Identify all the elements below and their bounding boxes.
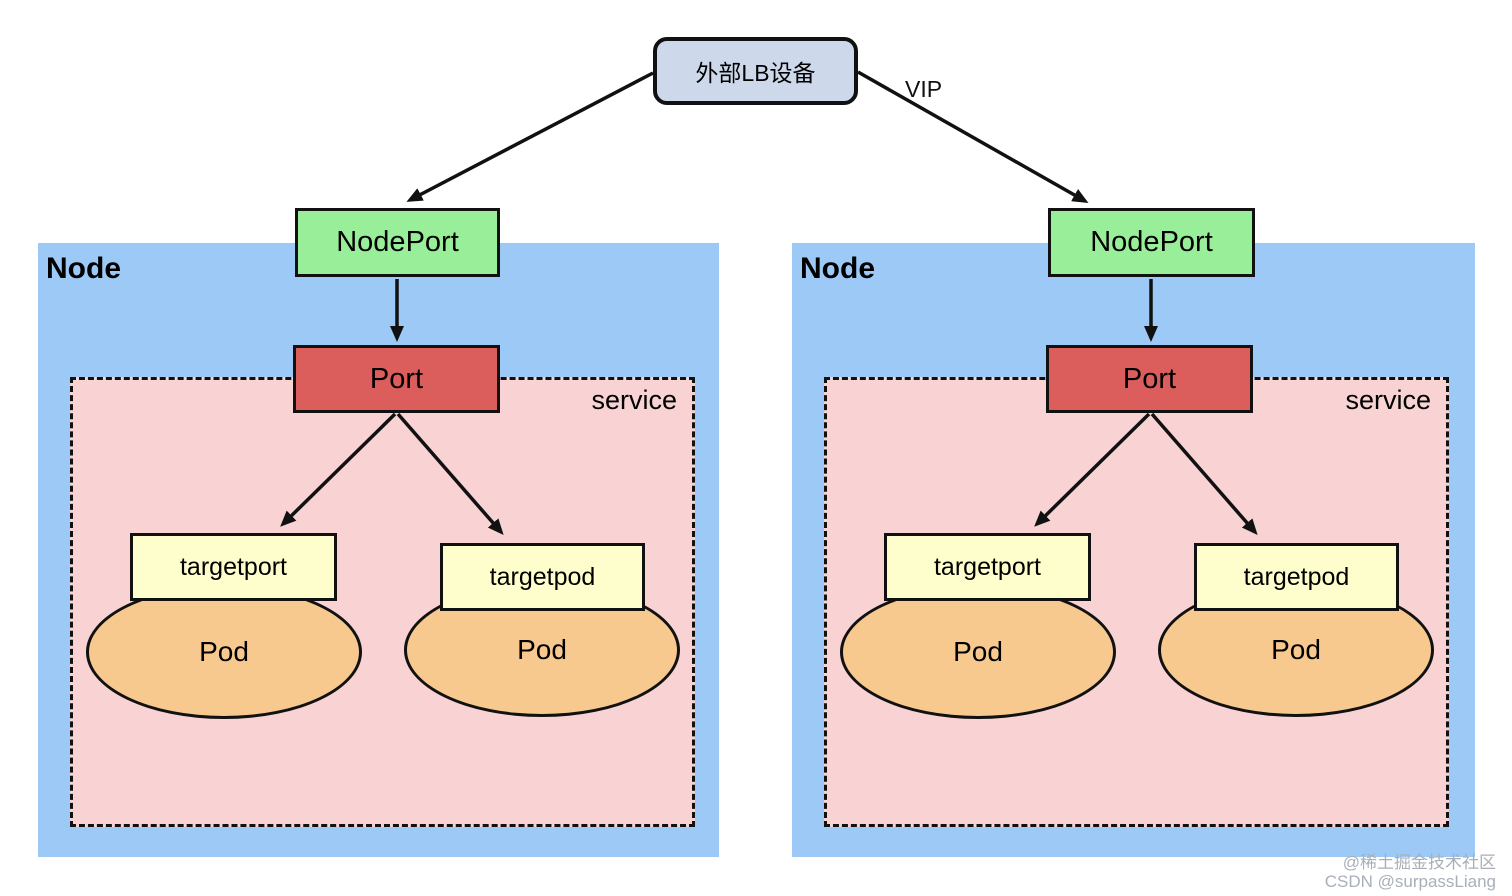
arrow-lb-to-nodeport-right [857,70,1089,203]
port-box-left: Port [293,345,500,413]
targetpod-box-right: targetpod [1194,543,1399,611]
arrow-lb-to-nodeport-left [406,71,654,202]
targetport-box-left: targetport [130,533,337,601]
port-box-right: Port [1046,345,1253,413]
arrow-port-to-targetport-right [1034,412,1151,527]
watermark: @稀土掘金技术社区 CSDN @surpassLiang [1325,853,1496,891]
watermark-line2: CSDN @surpassLiang [1324,872,1496,891]
arrow-port-to-targetpod-left [396,412,504,536]
node-label-left: Node [46,252,121,285]
targetport-box-right: targetport [884,533,1091,601]
arrow-port-to-targetpod-right [1150,412,1258,536]
nodeport-box-right: NodePort [1048,208,1255,277]
node-label-right: Node [800,252,875,285]
pod-ellipse: Pod [840,585,1116,719]
pod-ellipse: Pod [86,585,362,719]
nodeport-box-left: NodePort [295,208,500,277]
service-label-left: service [591,385,677,415]
service-label-right: service [1345,385,1431,415]
vip-label: VIP [905,76,943,102]
targetpod-box-left: targetpod [440,543,645,611]
watermark-line1: @稀土掘金技术社区 [1342,853,1496,872]
external-lb-box: 外部LB设备 [653,37,858,105]
arrow-port-to-targetport-left [280,412,397,527]
